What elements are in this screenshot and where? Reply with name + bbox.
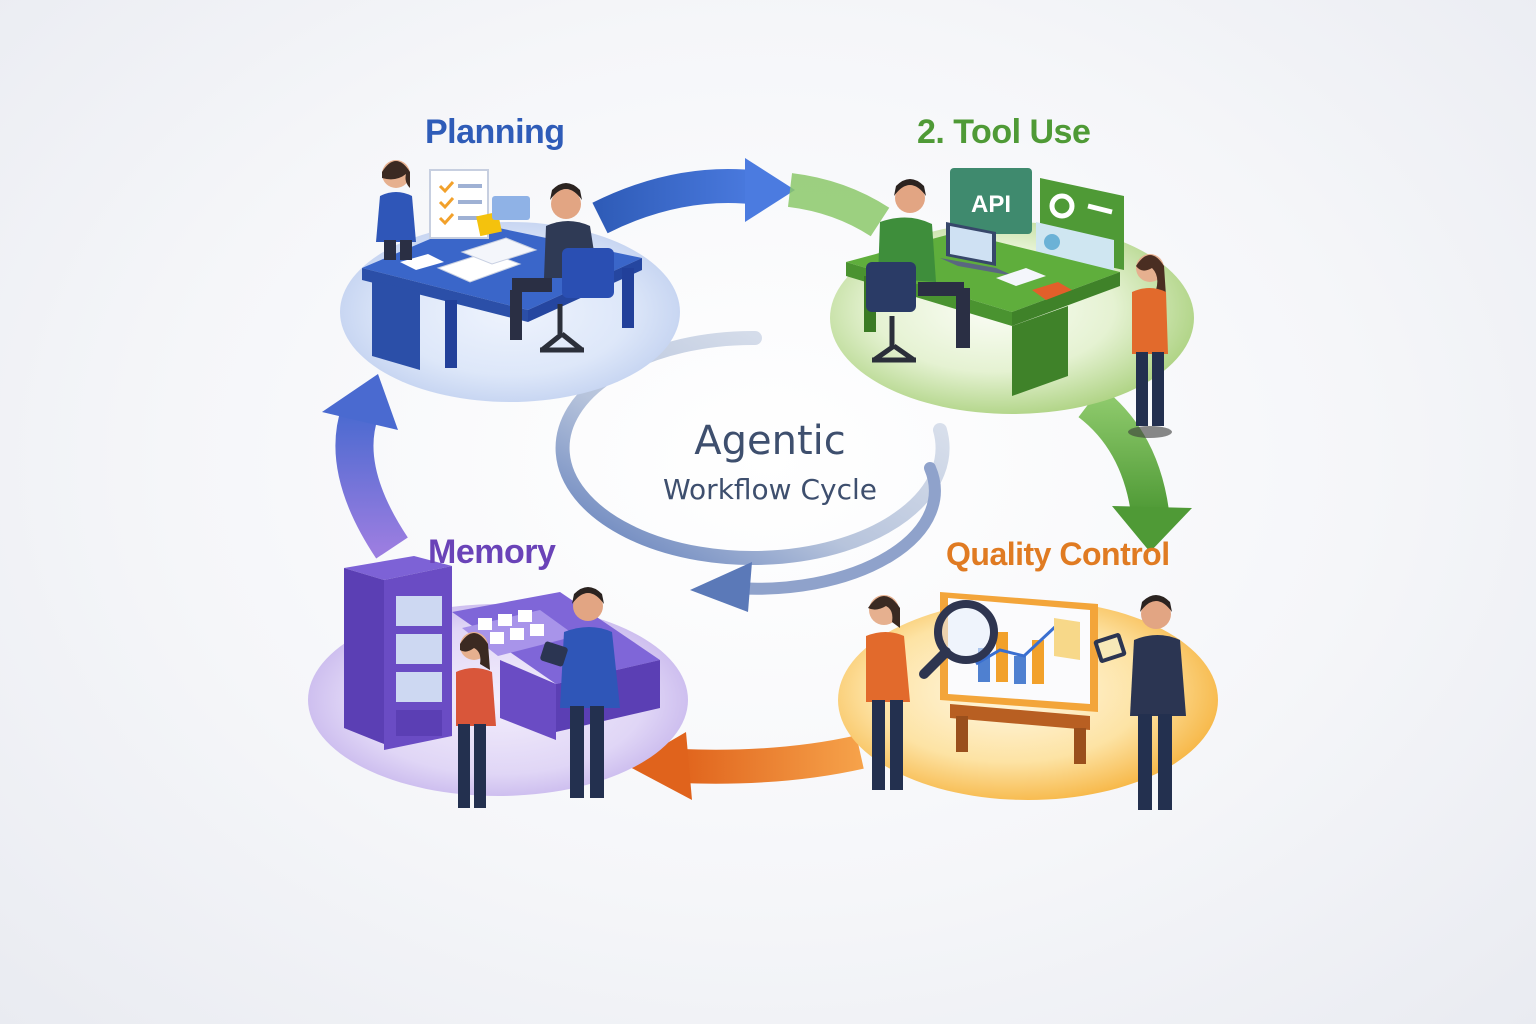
center-title-line1: Agentic (694, 418, 846, 464)
office-chair (562, 248, 614, 298)
desk-drawer-unit (500, 660, 556, 740)
quality-control-scene (838, 592, 1218, 810)
desk-drawer-unit (1012, 306, 1068, 396)
memory-scene (308, 556, 688, 808)
tablet-device (540, 641, 568, 667)
center-ring-arrowhead (690, 562, 752, 612)
gear-icon (1049, 193, 1075, 219)
tool-use-scene: API (830, 168, 1194, 438)
api-screen (950, 168, 1032, 234)
arrow-quality-control-to-memory (628, 732, 864, 800)
arrow-planning-to-tool-use (592, 158, 890, 237)
wrench-icon (1087, 203, 1113, 215)
arrow-tool-use-to-quality-control (1078, 386, 1192, 552)
desk-drawer-unit (372, 280, 420, 370)
chat-bubble-icon (492, 196, 530, 220)
magnifier-icon (934, 600, 998, 664)
stage-label-tool-use: 2. Tool Use (917, 113, 1091, 151)
api-screen-label: API (971, 191, 1011, 218)
planning-scene (340, 160, 680, 402)
stage-label-quality-control: Quality Control (946, 536, 1170, 572)
stage-label-memory: Memory (428, 533, 556, 571)
stage-label-planning: Planning (425, 113, 565, 151)
center-title-line2: Workflow Cycle (663, 473, 877, 506)
arrow-memory-to-planning (322, 374, 408, 559)
office-chair (866, 262, 916, 312)
